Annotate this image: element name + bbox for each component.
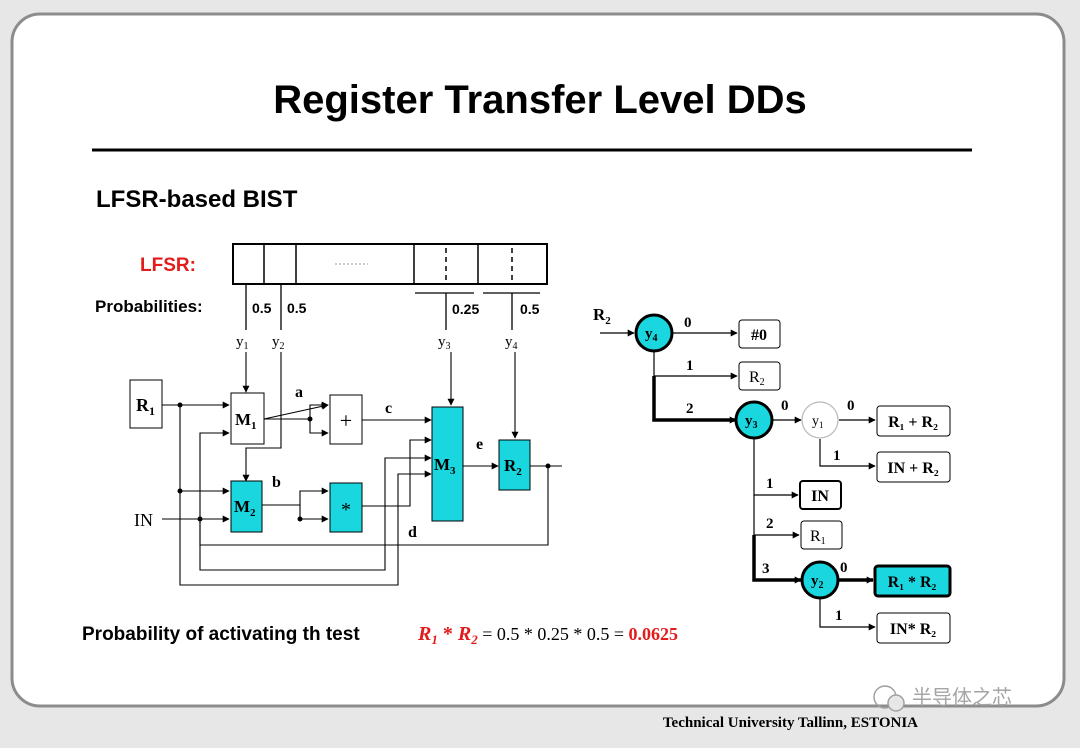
- dd-term-r1-times-r2: [873, 564, 952, 598]
- signal-y2-label: y2: [272, 334, 285, 352]
- mux-m1-label: M1: [235, 410, 257, 432]
- dd-term-r1: [800, 520, 843, 550]
- slide-title: Register Transfer Level DDs: [273, 78, 807, 122]
- prob-y1: 0.5: [252, 300, 272, 316]
- mux-m2: [230, 480, 263, 533]
- register-r2: [498, 439, 531, 491]
- adder-box: [329, 394, 363, 445]
- dd-term-zero-label: #0: [751, 327, 767, 344]
- multiplier-box: [329, 482, 363, 533]
- dd-edge-y3-3: 3: [762, 561, 770, 577]
- dd-term-r1-times-r2-label: R₁ * R₂: [888, 574, 937, 591]
- signal-y3-label: y3: [438, 334, 451, 352]
- dd-term-in-times-r2-label: IN* R₂: [890, 621, 936, 638]
- formula-label: Probability of activating th test: [82, 624, 360, 645]
- register-r2-label: R2: [504, 456, 522, 478]
- dd-edge-y1-0: 0: [847, 398, 855, 414]
- dd-root-label: R2: [593, 305, 611, 327]
- dd-edge-y1-1: 1: [833, 448, 841, 464]
- prob-y4: 0.5: [520, 301, 540, 317]
- wire-b-label: b: [272, 474, 281, 491]
- watermark-text: 半导体之芯: [912, 685, 1012, 709]
- mux-m2-label: M2: [234, 497, 256, 519]
- dd-edge-y4-1: 1: [686, 358, 694, 374]
- prob-y2: 0.5: [287, 300, 307, 316]
- multiplier-symbol: *: [341, 499, 351, 521]
- slide-subtitle: LFSR-based BIST: [96, 186, 298, 213]
- dd-edge-y3-2: 2: [766, 516, 774, 532]
- wire-d-label: d: [408, 524, 417, 541]
- dd-node-y3: [734, 400, 774, 440]
- probability-taps: [245, 284, 540, 330]
- watermark: 半导体之芯: [873, 685, 1012, 712]
- probabilities-label: Probabilities:: [95, 297, 203, 316]
- circuit-wires: [162, 352, 562, 586]
- dd-node-y3-label: y3: [745, 413, 758, 431]
- r1-register-box: [129, 379, 163, 429]
- dd-edge-y3-1: 1: [766, 476, 774, 492]
- dd-edge-y3-0: 0: [781, 398, 789, 414]
- dd-term-r2: [738, 361, 781, 391]
- dd-term-in-times-r2: [876, 612, 951, 644]
- in-input-label: IN: [134, 510, 153, 530]
- dd-term-in: [799, 480, 842, 510]
- decision-diagram: R2 y4 y3 y1 y2 0 1 2 0 0 1: [593, 305, 952, 644]
- dd-edge-y4-0: 0: [684, 315, 692, 331]
- dd-node-y4: [634, 313, 674, 353]
- dd-term-zero: [738, 319, 781, 349]
- r1-register-label: R1: [136, 395, 155, 418]
- dd-node-y4-label: y4: [645, 326, 658, 344]
- wire-a-label: a: [295, 384, 303, 401]
- dd-node-y2-label: y2: [811, 573, 824, 591]
- circuit-diagram: LFSR: Probabilities: 0.5 0.5 0.25 0.5 y1: [95, 243, 562, 586]
- mux-m3: [431, 406, 464, 522]
- dd-edge-y2-1: 1: [835, 608, 843, 624]
- signal-y4-label: y4: [505, 334, 518, 352]
- dd-node-y1: [801, 401, 839, 439]
- dd-term-in-plus-r2-label: IN + R₂: [887, 460, 938, 477]
- dd-edge-y2-0: 0: [840, 560, 848, 576]
- mux-m3-label: M3: [434, 455, 456, 477]
- dd-node-y1-label: y1: [812, 414, 824, 430]
- dd-edges: [600, 329, 876, 631]
- dd-edge-y4-2: 2: [686, 401, 694, 417]
- dd-term-r1-plus-r2-label: R₁ + R₂: [888, 414, 938, 431]
- dd-term-in-plus-r2: [876, 451, 951, 483]
- wire-junctions: [177, 402, 551, 522]
- prob-y3: 0.25: [452, 301, 479, 317]
- wire-c-label: c: [385, 400, 392, 417]
- formula-expression: R1 * R2 = 0.5 * 0.25 * 0.5 = 0.0625: [417, 623, 678, 647]
- signal-y1-label: y1: [236, 334, 249, 352]
- adder-symbol: +: [340, 408, 352, 433]
- dd-term-in-label: IN: [811, 488, 829, 505]
- probability-formula: Probability of activating th test R1 * R…: [82, 623, 678, 647]
- dd-term-r2-label: R2: [749, 369, 765, 388]
- dd-node-y2: [800, 560, 840, 600]
- footer-text: Technical University Tallinn, ESTONIA: [663, 715, 918, 731]
- dd-term-r1-plus-r2: [876, 405, 951, 437]
- mux-m1: [230, 392, 265, 445]
- wire-e-label: e: [476, 436, 483, 453]
- lfsr-label: LFSR:: [140, 255, 196, 276]
- lfsr-register: [232, 243, 548, 285]
- dd-term-r1-label: R1: [810, 528, 826, 547]
